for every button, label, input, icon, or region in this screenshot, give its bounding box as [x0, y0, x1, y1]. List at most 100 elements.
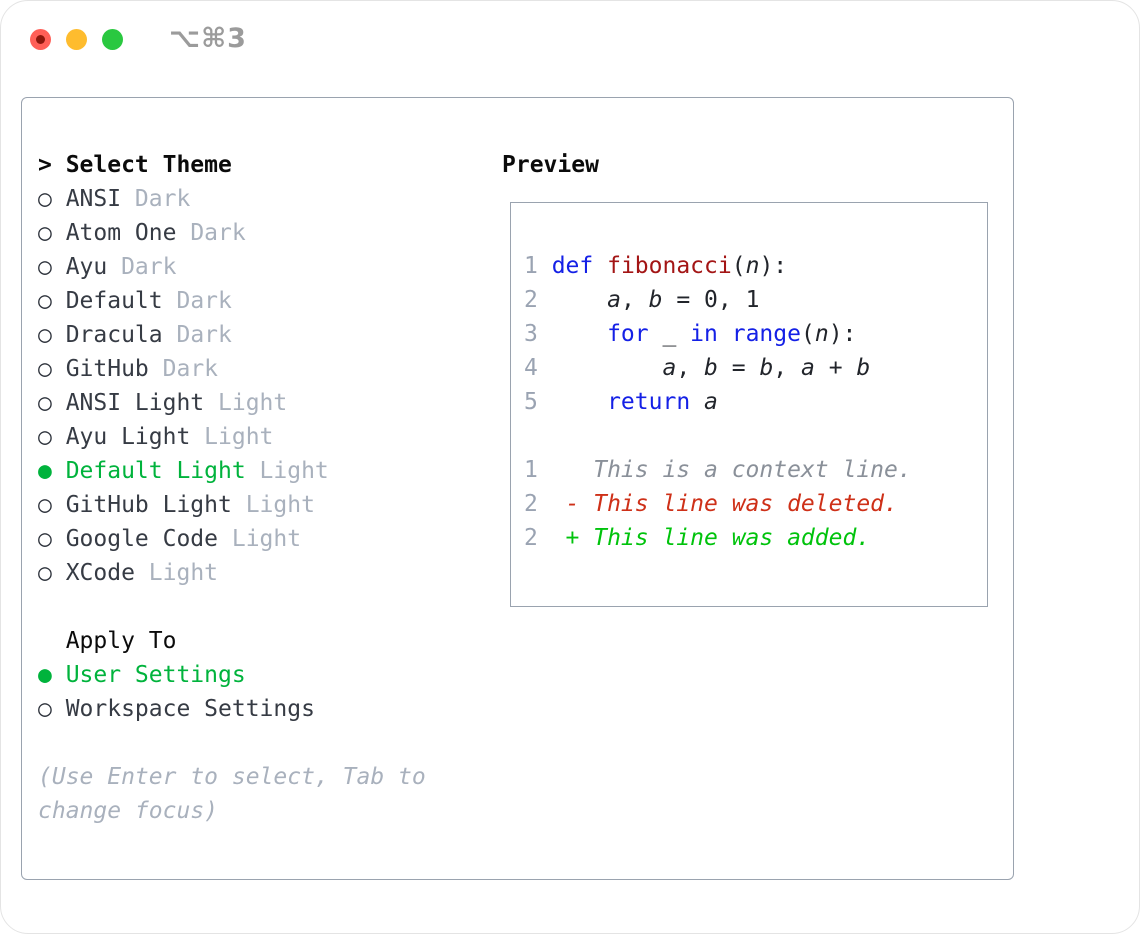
- theme-variant: Light: [231, 526, 302, 552]
- traffic-light-close-icon[interactable]: [30, 29, 51, 50]
- theme-variant: Light: [259, 458, 329, 484]
- radio-icon: ○: [38, 424, 52, 450]
- select-theme-header: >Select Theme: [38, 148, 484, 182]
- theme-variant: Dark: [176, 288, 232, 314]
- theme-name: Dracula: [65, 322, 163, 348]
- code-token: for: [607, 321, 649, 347]
- code-token: n: [745, 253, 760, 279]
- code-token: a: [607, 287, 621, 313]
- line-number: 4: [524, 355, 538, 381]
- radio-icon: ○: [38, 322, 52, 348]
- radio-icon: ○: [38, 390, 52, 416]
- code-token: [552, 321, 607, 347]
- code-line: 2 a, b = 0, 1: [524, 283, 987, 317]
- code-token: a: [662, 355, 677, 381]
- code-token: [552, 389, 607, 415]
- radio-icon: ○: [38, 288, 52, 314]
- code-token: b: [704, 355, 718, 381]
- line-number: 5: [524, 389, 538, 415]
- diff-deleted-text: - This line was deleted.: [551, 491, 898, 517]
- code-token: a: [704, 389, 718, 415]
- theme-name: Atom One: [65, 220, 177, 246]
- line-number: 2: [524, 287, 538, 313]
- code-token: ,: [620, 287, 649, 313]
- radio-icon: ○: [38, 696, 52, 722]
- theme-name: GitHub Light: [65, 492, 232, 518]
- code-token: ):: [759, 253, 788, 279]
- code-token: a: [801, 355, 815, 381]
- code-token: [552, 287, 607, 313]
- theme-option-google-code[interactable]: ○ Google Code Light: [38, 522, 484, 556]
- diff-line-context: 1 This is a context line.: [524, 453, 987, 487]
- theme-name: Default Light: [65, 458, 246, 484]
- hint-text: (Use Enter to select, Tab to change focu…: [38, 764, 426, 824]
- code-token: ):: [828, 321, 857, 347]
- line-number: 1: [524, 253, 538, 279]
- radio-icon: ○: [38, 254, 52, 280]
- theme-name: ANSI: [65, 186, 122, 212]
- apply-option-label: User Settings: [65, 662, 246, 688]
- line-number: 2: [524, 491, 538, 517]
- diff-line-deleted: 2 - This line was deleted.: [524, 487, 987, 521]
- theme-option-ansi-dark[interactable]: ○ ANSI Dark: [38, 182, 484, 216]
- radio-icon: ○: [38, 186, 52, 212]
- code-token: ,: [773, 355, 801, 381]
- diff-context-text: This is a context line.: [551, 457, 912, 483]
- theme-option-default-light[interactable]: ● Default Light Light: [38, 454, 484, 488]
- preview-title: Preview: [502, 152, 599, 178]
- apply-option-workspace-settings[interactable]: ○Workspace Settings: [38, 692, 484, 726]
- radio-selected-icon: ●: [38, 458, 52, 484]
- theme-name: Google Code: [65, 526, 219, 552]
- code-token: return: [607, 389, 691, 415]
- select-theme-title: Select Theme: [65, 152, 232, 178]
- code-line: 4 a, b = b, a + b: [524, 351, 987, 385]
- code-token: [718, 321, 732, 347]
- code-token: b: [856, 355, 871, 381]
- code-token: [593, 253, 607, 279]
- code-token: n: [814, 321, 829, 347]
- theme-name: XCode: [65, 560, 135, 586]
- code-token: [552, 355, 663, 381]
- traffic-light-minimize-icon[interactable]: [66, 29, 87, 50]
- apply-to-title: Apply To: [65, 628, 177, 654]
- theme-variant: Light: [204, 424, 274, 450]
- code-token: fibonacci: [607, 253, 732, 279]
- window-title: ⌥⌘3: [169, 23, 247, 54]
- titlebar: ⌥⌘3: [1, 1, 1139, 97]
- code-token: +: [814, 355, 857, 381]
- code-token: =: [717, 355, 760, 381]
- code-token: = 0, 1: [662, 287, 760, 313]
- theme-name: ANSI Light: [65, 390, 205, 416]
- theme-variant: Dark: [134, 186, 191, 212]
- apply-option-user-settings[interactable]: ●User Settings: [38, 658, 484, 692]
- line-number: 3: [524, 321, 538, 347]
- theme-variant: Dark: [190, 220, 246, 246]
- spacer: [38, 590, 484, 624]
- radio-icon: ○: [38, 526, 52, 552]
- code-token: [690, 389, 704, 415]
- line-number: 2: [524, 525, 538, 551]
- code-token: in: [690, 321, 718, 347]
- line-number: 1: [524, 457, 538, 483]
- theme-name: Ayu: [65, 254, 108, 280]
- diff-added-text: + This line was added.: [551, 525, 871, 551]
- code-token: (: [731, 253, 746, 279]
- apply-to-header: Apply To: [38, 624, 484, 658]
- traffic-light-zoom-icon[interactable]: [102, 29, 123, 50]
- code-token: range: [731, 321, 801, 347]
